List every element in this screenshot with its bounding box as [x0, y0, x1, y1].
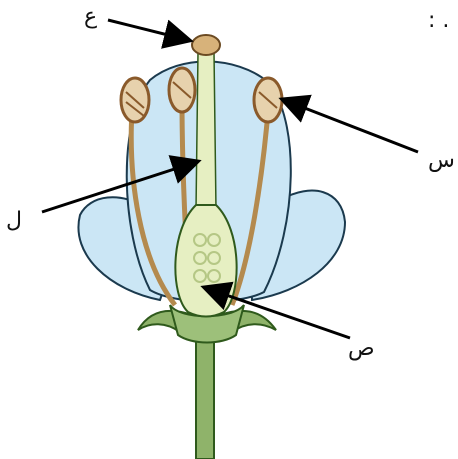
- arrow-stigma: [108, 20, 188, 40]
- style: [196, 52, 216, 210]
- label-stigma: ع: [84, 6, 97, 28]
- label-anther: س: [428, 150, 455, 172]
- label-style: ل: [6, 210, 22, 232]
- corner-mark: : .: [428, 10, 449, 32]
- arrow-anther: [284, 100, 418, 152]
- stem: [196, 330, 214, 459]
- label-ovary: ص: [348, 338, 375, 360]
- stigma: [192, 35, 220, 55]
